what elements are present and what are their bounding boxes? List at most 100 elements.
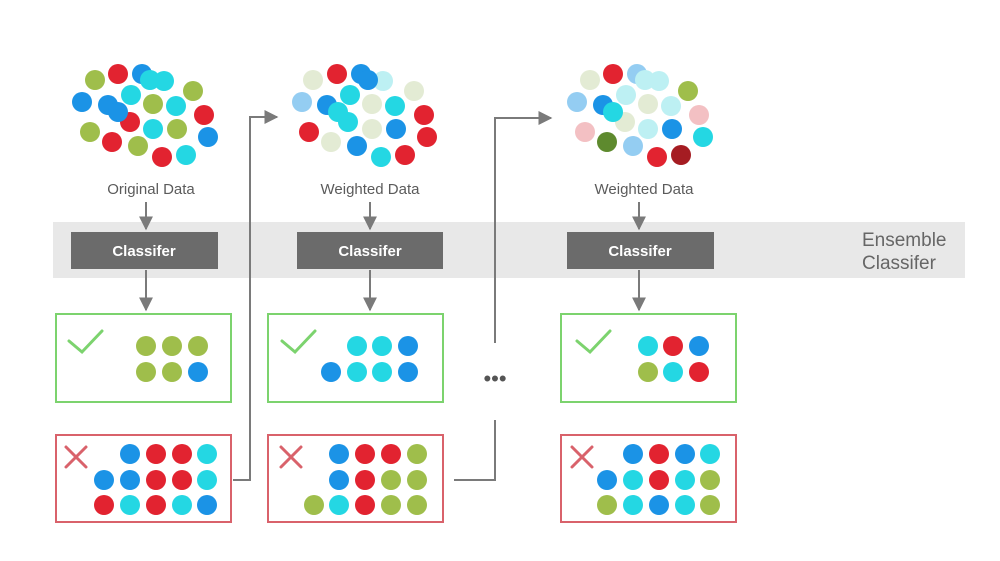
data-point-dot [128,136,148,156]
data-point-dot [381,495,401,515]
data-point-dot [663,336,683,356]
data-point-dot [329,444,349,464]
data-point-dot [603,102,623,122]
data-point-dot [700,444,720,464]
data-point-dot [372,362,392,382]
data-point-dot [372,336,392,356]
check-icon [575,329,612,355]
data-point-dot [603,64,623,84]
data-point-dot [355,444,375,464]
data-point-dot [136,336,156,356]
data-point-dot [328,102,348,122]
data-point-dot [303,70,323,90]
data-point-dot [635,70,655,90]
continuation-ellipsis: ••• [483,366,506,391]
reweight-connector-3 [494,111,553,343]
data-point-dot [198,127,218,147]
data-point-dot [407,470,427,490]
data-point-dot [121,85,141,105]
cross-icon [570,445,594,469]
data-point-dot [183,81,203,101]
correct-box-3 [560,313,737,403]
data-point-dot [407,444,427,464]
data-point-dot [102,132,122,152]
data-point-dot [347,136,367,156]
data-point-dot [146,470,166,490]
data-point-dot [94,495,114,515]
data-point-dot [649,495,669,515]
data-point-dot [108,64,128,84]
data-point-dot [575,122,595,142]
classifier-box-3 [567,232,714,269]
data-point-dot [597,470,617,490]
data-point-dot [329,495,349,515]
data-point-dot [597,495,617,515]
data-point-dot [689,362,709,382]
data-point-dot [689,105,709,125]
data-point-dot [386,119,406,139]
data-point-dot [362,119,382,139]
data-point-dot [140,70,160,90]
data-point-dot [143,94,163,114]
wrong-box-3 [560,434,737,523]
check-icon [67,329,104,355]
data-point-dot [662,119,682,139]
classifier-label-2: Classifer [338,243,402,260]
correct-dots-1 [136,336,208,382]
data-point-dot [94,470,114,490]
classifier-box-1 [71,232,218,269]
data-point-dot [661,96,681,116]
data-point-dot [649,470,669,490]
data-point-dot [321,132,341,152]
data-point-dot [671,145,691,165]
data-point-dot [385,96,405,116]
data-point-dot [616,85,636,105]
data-point-dot [597,132,617,152]
data-point-dot [689,336,709,356]
data-point-dot [381,470,401,490]
correct-box-1 [55,313,232,403]
data-cloud-weighted-2 [567,64,713,167]
data-point-dot [362,94,382,114]
data-point-dot [407,495,427,515]
data-point-dot [172,470,192,490]
reweight-connector-1 [233,110,279,481]
data-point-dot [638,94,658,114]
wrong-box-1 [55,434,232,523]
data-point-dot [663,362,683,382]
data-point-dot [299,122,319,142]
data-point-dot [347,336,367,356]
data-point-dot [395,145,415,165]
data-point-dot [85,70,105,90]
data-point-dot [188,336,208,356]
data-point-dot [152,147,172,167]
ensemble-label-line2: Classifer [862,253,937,274]
data-point-dot [700,470,720,490]
data-point-dot [172,495,192,515]
data-point-dot [197,444,217,464]
data-point-dot [340,85,360,105]
data-point-dot [120,444,140,464]
ensemble-label-line1: Ensemble [862,230,947,251]
data-point-dot [327,64,347,84]
data-point-dot [373,71,393,91]
data-point-dot [638,336,658,356]
data-point-dot [358,70,378,90]
data-point-dot [120,495,140,515]
data-point-dot [136,362,156,382]
data-point-dot [675,444,695,464]
wrong-box-2 [267,434,444,523]
classifier-label-1: Classifer [112,243,176,260]
classifier-label-3: Classifer [608,243,672,260]
data-point-dot [166,96,186,116]
correct-box-2 [267,313,444,403]
data-point-dot [172,444,192,464]
data-point-dot [700,495,720,515]
wrong-dots-3 [597,444,720,515]
data-point-dot [197,470,217,490]
cross-icon [279,445,303,469]
data-point-dot [146,444,166,464]
cross-icon [64,445,88,469]
data-point-dot [304,495,324,515]
